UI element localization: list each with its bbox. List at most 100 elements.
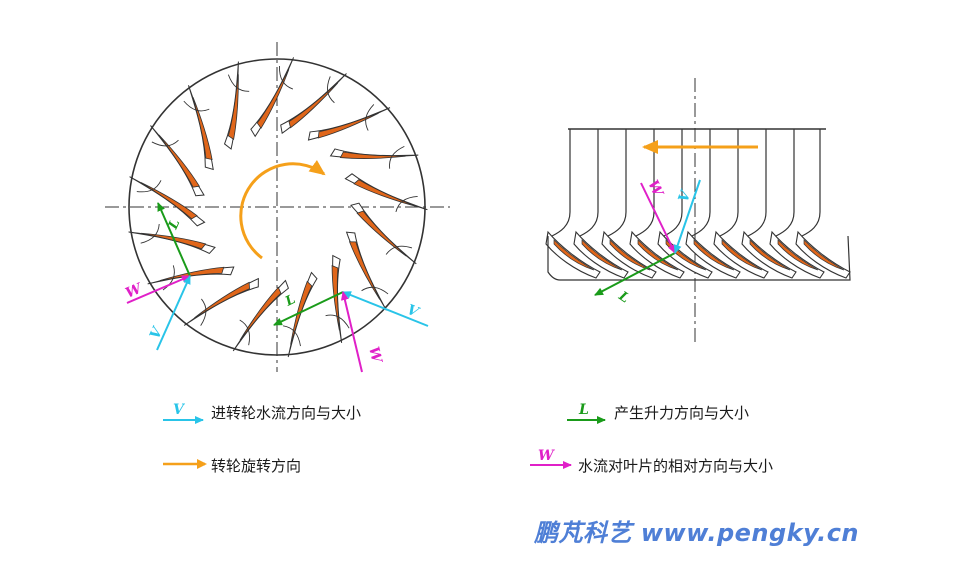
bucket-stem <box>775 129 795 237</box>
runner-blade <box>150 125 205 197</box>
bucket-stem <box>551 129 571 237</box>
bucket-stem <box>607 129 627 237</box>
runner-blades <box>128 57 428 358</box>
runner-blade <box>250 57 295 138</box>
blade-rim-joint <box>200 298 207 326</box>
l-vector-label-2: L <box>282 292 298 310</box>
bucket-surface <box>803 239 845 271</box>
bucket-surface <box>721 239 763 271</box>
blade-rim-joint <box>227 74 250 92</box>
v-vector-label: V <box>147 323 167 341</box>
w-vector-arrow-2 <box>340 291 363 373</box>
runner-blade <box>280 73 347 135</box>
blade-rim-joint <box>140 223 160 244</box>
right-runner-vectors: L V W <box>273 291 429 373</box>
side-bucket <box>601 129 657 279</box>
side-bucket <box>741 129 797 279</box>
left-vectors: L W V <box>123 202 191 351</box>
v-vector-arrow-2 <box>342 291 429 327</box>
legend-l-symbol: L <box>578 402 589 418</box>
runner-blade <box>223 61 250 150</box>
runner-blade <box>350 202 417 265</box>
side-l-vector-arrow <box>594 252 676 296</box>
bucket-stem <box>747 129 767 237</box>
runner-blade <box>129 176 206 227</box>
bucket-stem <box>801 129 821 237</box>
l-vector-arrow-2 <box>273 291 344 326</box>
bucket-surface <box>693 239 735 271</box>
runner-blade <box>325 254 350 343</box>
blade-surface <box>140 182 198 220</box>
rotation-arrow <box>239 160 326 260</box>
side-bucket <box>795 129 851 279</box>
legend-label-w: 水流对叶片的相对方向与大小 <box>578 457 774 475</box>
side-bucket <box>573 129 629 279</box>
legend-label-l: 产生升力方向与大小 <box>614 404 750 422</box>
legend-label-rotation: 转轮旋转方向 <box>211 457 302 475</box>
side-bucket <box>769 129 825 279</box>
bucket-surface <box>553 239 595 271</box>
blade-surface <box>353 179 416 207</box>
bucket-stem <box>691 129 711 237</box>
side-hub-outline <box>547 235 851 281</box>
w-vector-arrow <box>126 275 191 304</box>
legend-v-symbol: V <box>173 402 186 418</box>
blade-surface <box>288 82 339 129</box>
blade-surface <box>256 69 290 129</box>
runner-blade <box>344 173 428 213</box>
runner-blade <box>183 85 214 171</box>
blade-rim-joint <box>385 245 413 255</box>
side-bucket <box>685 129 741 279</box>
runner-blade <box>183 277 259 326</box>
bucket-stem <box>579 129 599 237</box>
blade-rim-joint <box>389 145 405 169</box>
blade-surface <box>159 266 225 281</box>
brand-watermark: 鹏芃科艺 www.pengky.cn <box>534 519 860 547</box>
blade-rim-joint <box>365 104 375 131</box>
blade-surface <box>158 134 200 188</box>
bucket-stem <box>663 129 683 237</box>
blade-rim-joint <box>136 180 162 193</box>
side-l-vector-label: L <box>615 288 632 306</box>
runner-top-view <box>105 42 450 372</box>
blade-rim-joint <box>183 100 210 112</box>
w-vector-label: W <box>123 280 145 301</box>
side-bucket <box>545 129 601 279</box>
blade-surface <box>194 281 250 319</box>
legend-w-symbol: W <box>538 448 555 464</box>
runner-blade <box>232 279 289 352</box>
blade-surface <box>239 286 282 341</box>
legend-icons: V L W <box>163 402 606 469</box>
side-v-vector-arrow <box>673 179 701 254</box>
runner-blade <box>307 104 391 141</box>
blade-rim-joint <box>361 286 389 295</box>
blade-surface <box>348 241 381 300</box>
blade-surface <box>290 280 313 345</box>
blade-rim-joint <box>395 195 418 213</box>
blade-surface <box>227 74 239 140</box>
bucket-stem <box>719 129 739 237</box>
blade-surface <box>192 97 213 161</box>
bucket-surface <box>749 239 791 271</box>
bucket-surface <box>609 239 651 271</box>
runner-blade <box>329 145 419 169</box>
w-vector-label-2: W <box>365 345 385 365</box>
blade-rim-joint <box>279 65 294 90</box>
l-vector-label: L <box>166 217 184 232</box>
blade-rim-joint <box>325 314 350 329</box>
bucket-surface <box>637 239 679 271</box>
runner-blade <box>282 271 318 358</box>
bucket-surface <box>581 239 623 271</box>
l-vector-arrow <box>157 202 191 277</box>
v-vector-arrow <box>156 275 191 351</box>
runner-side-view <box>545 78 851 342</box>
blade-surface <box>317 112 379 139</box>
blade-surface <box>331 264 340 331</box>
blade-rim-joint <box>326 76 335 104</box>
legend-label-v: 进转轮水流方向与大小 <box>211 404 362 422</box>
blade-surface <box>356 210 407 257</box>
side-buckets <box>545 129 851 281</box>
bucket-surface <box>777 239 819 271</box>
legend-rotation-head <box>197 459 207 469</box>
